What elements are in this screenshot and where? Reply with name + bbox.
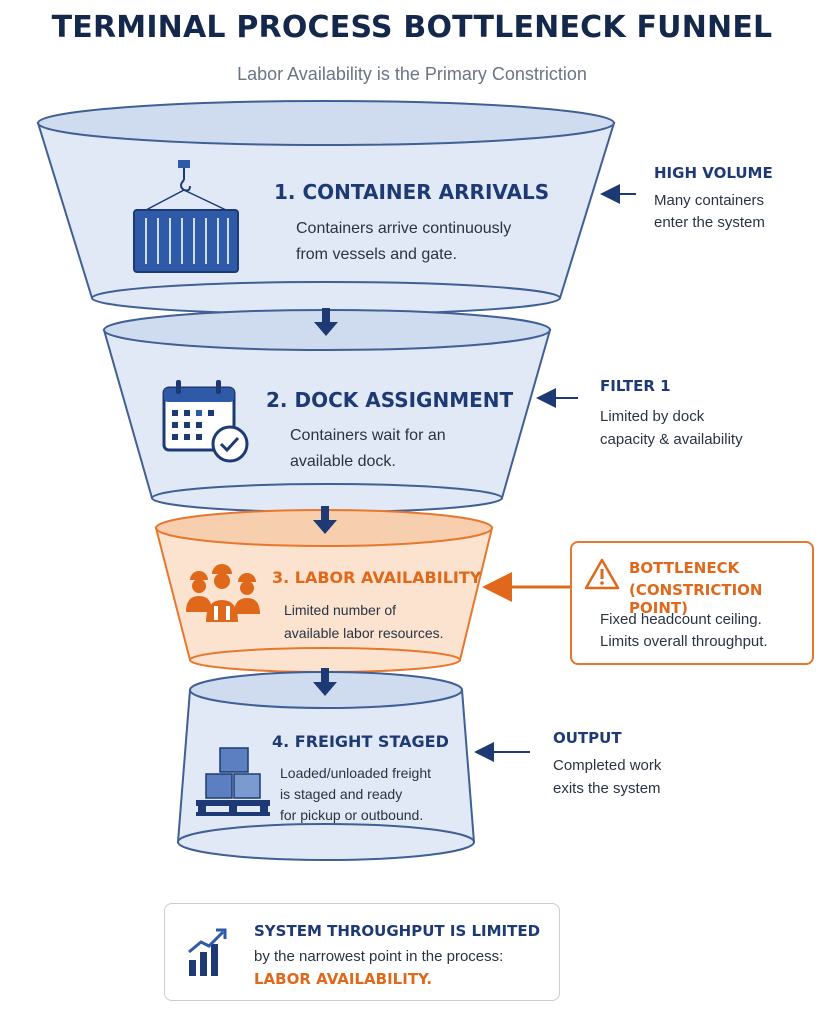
high-volume-line2: enter the system: [654, 214, 765, 231]
stage-1-desc-line2: from vessels and gate.: [296, 246, 457, 263]
flow-arrow-2: [313, 506, 337, 534]
page-title: TERMINAL PROCESS BOTTLENECK FUNNEL: [51, 10, 773, 45]
stage-4-desc-line3: for pickup or outbound.: [280, 807, 424, 823]
stage-3-desc-line1: Limited number of: [284, 602, 397, 618]
bottleneck-line1: Fixed headcount ceiling.: [600, 611, 762, 628]
filter-1-line1: Limited by dock: [600, 408, 705, 425]
summary-highlight: LABOR AVAILABILITY.: [254, 970, 433, 988]
filter-1-label: FILTER 1: [600, 377, 671, 395]
page-subtitle: Labor Availability is the Primary Constr…: [237, 64, 587, 84]
pallet-boxes-icon: [196, 747, 270, 816]
stage-1-desc-line1: Containers arrive continuously: [296, 220, 512, 237]
bottleneck-callout: BOTTLENECK (CONSTRICTION POINT) Fixed he…: [570, 541, 814, 665]
warning-icon: [584, 558, 620, 590]
high-volume-label: HIGH VOLUME: [654, 164, 773, 182]
stage-2-desc-line2: available dock.: [290, 453, 396, 470]
filter-1-line2: capacity & availability: [600, 431, 743, 448]
workers-group-icon: [186, 564, 260, 622]
throughput-summary-box: SYSTEM THROUGHPUT IS LIMITED by the narr…: [164, 903, 560, 1001]
stage-2-title: 2. DOCK ASSIGNMENT: [266, 388, 514, 412]
stage-4-title: 4. FREIGHT STAGED: [272, 732, 449, 751]
calendar-check-icon: [162, 380, 249, 463]
bottleneck-label: BOTTLENECK: [629, 559, 740, 577]
high-volume-line1: Many containers: [654, 192, 765, 209]
flow-arrow-3: [313, 668, 337, 696]
stage-3-title: 3. LABOR AVAILABILITY: [272, 568, 482, 587]
stage-2-desc-line1: Containers wait for an: [290, 427, 446, 444]
stage-3-desc-line2: available labor resources.: [284, 625, 444, 641]
stage-4-desc-line2: is staged and ready: [280, 786, 403, 802]
bottleneck-line2: Limits overall throughput.: [600, 633, 768, 650]
stage-4-desc-line1: Loaded/unloaded freight: [280, 765, 432, 781]
stage-1-title: 1. CONTAINER ARRIVALS: [274, 180, 550, 204]
output-line2: exits the system: [553, 780, 661, 797]
summary-line2: by the narrowest point in the process:: [254, 948, 504, 965]
output-line1: Completed work: [553, 757, 662, 774]
shipping-container-crane-icon: [133, 160, 239, 273]
rising-bar-chart-icon: [188, 928, 227, 976]
output-label: OUTPUT: [553, 729, 622, 747]
stage-1-container-arrivals: [36, 100, 616, 315]
stage-3-labor-availability: [154, 509, 494, 673]
constriction-point-label: (CONSTRICTION POINT): [629, 581, 763, 617]
flow-arrow-1: [314, 308, 338, 336]
summary-title: SYSTEM THROUGHPUT IS LIMITED: [254, 922, 541, 940]
